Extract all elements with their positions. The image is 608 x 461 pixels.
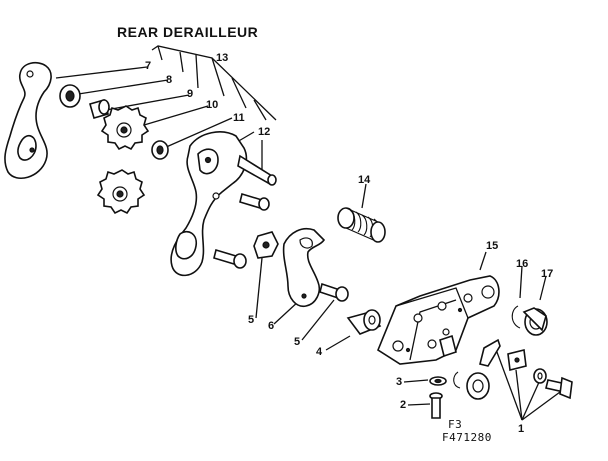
- callout-13: 13: [216, 52, 229, 64]
- callout-14: 14: [358, 174, 371, 186]
- tension-spring: [337, 207, 386, 243]
- cable-anchor-bolt: [545, 376, 573, 400]
- callout-5-left: 5: [248, 314, 255, 326]
- c-clip: [453, 371, 461, 389]
- mounting-bolt: [429, 392, 443, 419]
- callout-4: 4: [316, 346, 323, 358]
- inner-cage-plate: [170, 131, 277, 277]
- callout-12: 12: [258, 126, 271, 138]
- pivot-bolt: [213, 248, 247, 269]
- cage-washer: [59, 84, 81, 108]
- callout-8: 8: [166, 74, 173, 86]
- callout-6: 6: [268, 320, 275, 332]
- snap-ring: [511, 305, 521, 329]
- callout-5-right: 5: [294, 336, 301, 348]
- callout-7: 7: [145, 60, 152, 72]
- cage-washer-2: [151, 140, 169, 160]
- callout-1: 1: [518, 423, 525, 435]
- pulley-bushing: [89, 99, 110, 119]
- cable-anchor-plate: [507, 349, 527, 371]
- callout-10: 10: [206, 99, 219, 111]
- part-number: F471280: [442, 431, 492, 444]
- diagram-title: REAR DERAILLEUR: [117, 24, 259, 40]
- adjustment-screw: [319, 282, 349, 302]
- figure-code: F3: [448, 418, 463, 431]
- callout-17: 17: [541, 268, 554, 280]
- callout-9: 9: [187, 88, 194, 100]
- cage-nut: [253, 231, 279, 259]
- barrel-adjuster: [466, 372, 490, 400]
- cage-pivot-screw: [239, 192, 270, 211]
- lower-pulley-wheel: [96, 169, 146, 215]
- cable-anchor-washer: [533, 368, 547, 384]
- end-cap: [522, 307, 548, 336]
- derailleur-body: [377, 275, 500, 365]
- tension-plate: [282, 228, 326, 308]
- lock-washer: [429, 376, 447, 386]
- callout-16: 16: [516, 258, 529, 270]
- callout-2: 2: [400, 399, 407, 411]
- cable-clamp: [479, 338, 501, 367]
- callout-15: 15: [486, 240, 499, 252]
- upper-pulley-wheel: [100, 105, 150, 151]
- callout-11: 11: [233, 112, 245, 124]
- callout-3: 3: [396, 376, 403, 388]
- outer-cage-plate: [4, 61, 52, 180]
- body-bushing: [346, 309, 382, 335]
